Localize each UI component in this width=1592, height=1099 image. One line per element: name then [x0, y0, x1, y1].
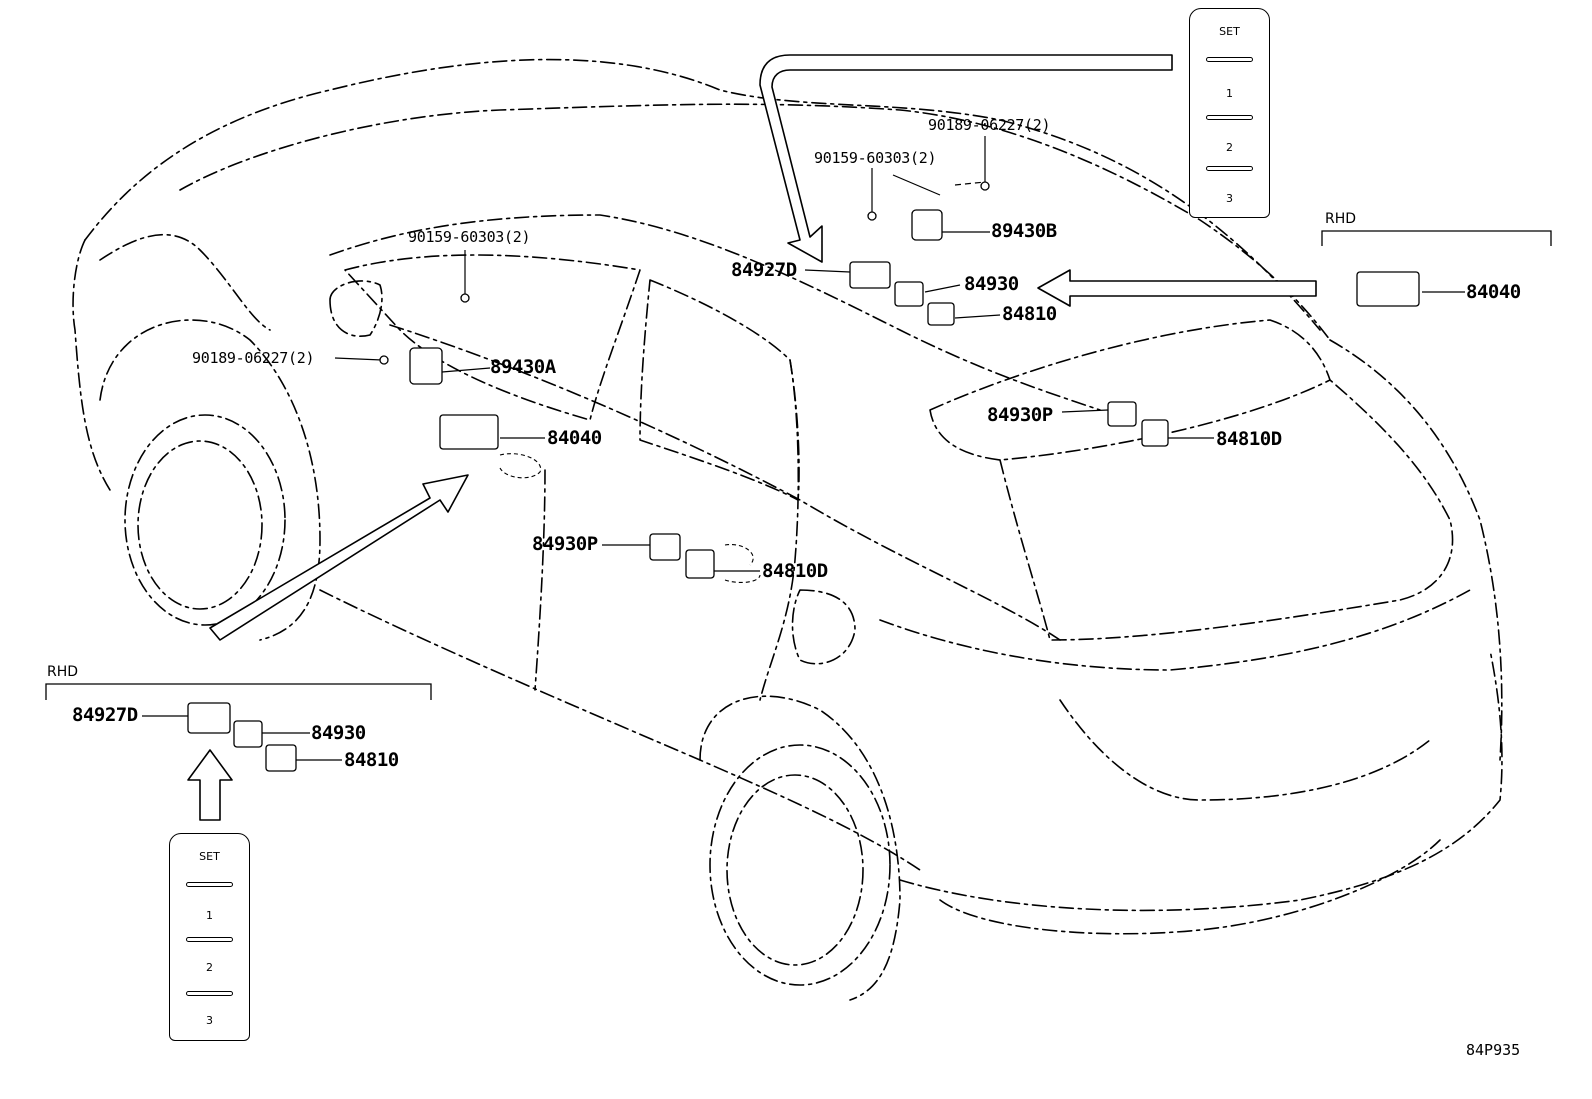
bolt-top-a: [867, 211, 877, 221]
arrow-to-door-switch: [209, 474, 469, 641]
rear-lamp: [879, 589, 1471, 671]
part-84810D-mid-shape: [685, 549, 715, 579]
roof-rail: [329, 214, 1101, 411]
button-3-top: 3: [1226, 192, 1233, 205]
set-label-top: SET: [1219, 25, 1240, 38]
set-label-bottom: SET: [199, 850, 220, 863]
diagram-code: 84P935: [1466, 1041, 1521, 1059]
part-84930P-right-label: 84930P: [987, 404, 1053, 426]
part-84810D-right-label: 84810D: [1216, 428, 1282, 450]
button-1-bottom: 1: [206, 909, 213, 922]
fastener-90159-left: 90159-60303(2): [408, 228, 531, 246]
part-84810-rhd-shape: [265, 744, 297, 772]
rear-wheel: [709, 744, 891, 986]
rhd-bracket-right: [1321, 230, 1552, 246]
rhd-bracket-left: [45, 683, 432, 700]
seat-memory-switch-panel-top: SET 1 2 3: [1189, 8, 1270, 218]
part-84930-top-shape: [894, 281, 924, 307]
part-89430B-label: 89430B: [991, 220, 1057, 242]
arrow-from-top-panel: [759, 54, 1173, 263]
part-84810-top-shape: [927, 302, 955, 326]
part-84927D-rhd-label: 84927D: [72, 704, 138, 726]
part-84810D-mid-label: 84810D: [762, 560, 828, 582]
part-84810-rhd-label: 84810: [344, 749, 399, 771]
part-84040-left-shape: [439, 414, 499, 450]
harness-mid: [724, 544, 761, 584]
beltline: [389, 324, 1061, 641]
button-2-top: 2: [1226, 141, 1233, 154]
rhd-label-right: RHD: [1325, 211, 1357, 227]
part-84927D-top-label: 84927D: [731, 259, 797, 281]
front-fascia: [99, 234, 271, 331]
license-area: [1059, 699, 1431, 801]
part-84040-left-label: 84040: [547, 427, 602, 449]
part-84930P-mid-label: 84930P: [532, 533, 598, 555]
seat-memory-switch-panel-bottom: SET 1 2 3: [169, 833, 250, 1041]
tailgate: [999, 379, 1454, 641]
bolt-left-b: [379, 355, 389, 365]
rear-diffuser: [939, 839, 1441, 935]
front-wheel-inner: [137, 440, 263, 610]
button-1-top: 1: [1226, 87, 1233, 100]
front-wheel-arch: [99, 319, 321, 641]
part-89430A-shape: [409, 347, 443, 385]
part-84930-rhd-shape: [233, 720, 263, 748]
part-84927D-top-shape: [849, 261, 891, 289]
fuel-door: [791, 589, 856, 665]
front-door-edge: [534, 469, 546, 691]
rear-bumper: [899, 649, 1503, 912]
front-wheel: [124, 414, 286, 626]
rear-wheel-arch: [699, 695, 901, 1001]
fastener-90189-top: 90189-06227(2): [928, 116, 1051, 134]
rear-wheel-inner: [726, 774, 864, 966]
button-3-bottom: 3: [206, 1014, 213, 1027]
part-84810D-right-shape: [1141, 419, 1169, 447]
part-84040-right-label: 84040: [1466, 281, 1521, 303]
fastener-90159-top: 90159-60303(2): [814, 149, 937, 167]
rear-window: [639, 279, 800, 501]
arrow-to-rear-switch: [1037, 269, 1317, 307]
roof-inner: [179, 103, 1331, 341]
bolt-top-b: [980, 181, 990, 191]
rocker: [319, 589, 921, 871]
part-84930P-right-shape: [1107, 401, 1137, 427]
button-2-bottom: 2: [206, 961, 213, 974]
hood: [72, 239, 111, 491]
arrow-rhd-up: [187, 749, 233, 821]
fastener-90189-left: 90189-06227(2): [192, 349, 315, 367]
bolt-left-a: [460, 293, 470, 303]
rhd-label-left: RHD: [47, 664, 79, 680]
rear-door-edge: [759, 359, 800, 701]
roof-outline: [84, 58, 1321, 331]
front-window: [344, 254, 641, 421]
part-84930-top-label: 84930: [964, 273, 1019, 295]
part-84930-rhd-label: 84930: [311, 722, 366, 744]
part-84927D-rhd-shape: [187, 702, 231, 734]
harness-left: [499, 453, 542, 479]
part-84930P-mid-shape: [649, 533, 681, 561]
part-89430A-label: 89430A: [490, 356, 556, 378]
part-89430B-shape: [911, 209, 943, 241]
door-mirror: [329, 280, 383, 337]
part-84040-right-shape: [1356, 271, 1420, 307]
part-84810-top-label: 84810: [1002, 303, 1057, 325]
rear-quarter: [1329, 339, 1503, 761]
